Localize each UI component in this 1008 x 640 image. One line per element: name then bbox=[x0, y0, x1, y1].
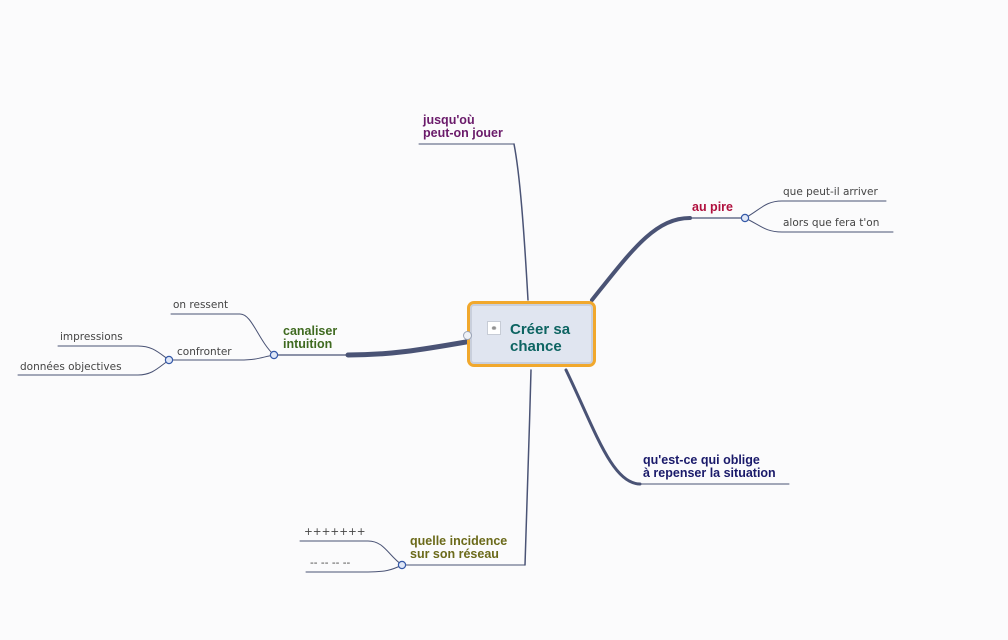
collapse-handle[interactable] bbox=[463, 331, 472, 340]
link-icon[interactable]: ⚭ bbox=[487, 321, 501, 335]
connector-impressions bbox=[57, 345, 170, 361]
connector-jusquou bbox=[513, 143, 529, 301]
connector-on-ressent bbox=[170, 313, 275, 356]
topic-jusquou[interactable]: jusqu'où peut-on jouer bbox=[423, 113, 503, 140]
topic-intuition[interactable]: canaliser intuition bbox=[283, 324, 338, 351]
topic-au-pire[interactable]: au pire bbox=[692, 200, 733, 214]
topic-impressions[interactable]: impressions bbox=[60, 331, 123, 343]
node-intuition bbox=[269, 350, 279, 360]
topic-confronter[interactable]: confronter bbox=[177, 346, 232, 358]
topic-on-ressent[interactable]: on ressent bbox=[173, 299, 229, 311]
connector-reseau bbox=[524, 369, 532, 566]
central-topic-label: Créer sa chance bbox=[510, 321, 571, 355]
central-topic[interactable]: ⚭ Créer sa chance bbox=[467, 301, 596, 367]
node-reseau bbox=[397, 560, 407, 570]
connector-plus bbox=[299, 540, 403, 566]
topic-minus[interactable]: -- -- -- -- bbox=[310, 557, 351, 569]
connector-alors-que bbox=[744, 217, 894, 233]
topic-plus[interactable]: +++++++ bbox=[304, 526, 366, 538]
topic-oblige[interactable]: qu'est-ce qui oblige à repenser la situa… bbox=[643, 453, 776, 480]
topic-reseau[interactable]: quelle incidence sur son réseau bbox=[410, 534, 508, 561]
node-au-pire bbox=[740, 213, 750, 223]
topic-donnees-objectives[interactable]: données objectives bbox=[20, 361, 122, 373]
connector-oblige bbox=[564, 368, 642, 486]
topic-alors-que-fera-ton[interactable]: alors que fera t'on bbox=[783, 217, 880, 229]
connector-que-peut-il bbox=[744, 200, 887, 219]
connector-au-pire bbox=[590, 216, 692, 302]
connector-intuition bbox=[345, 339, 469, 358]
topic-que-peut-il-arriver[interactable]: que peut-il arriver bbox=[783, 186, 878, 198]
node-confronter bbox=[164, 355, 174, 365]
